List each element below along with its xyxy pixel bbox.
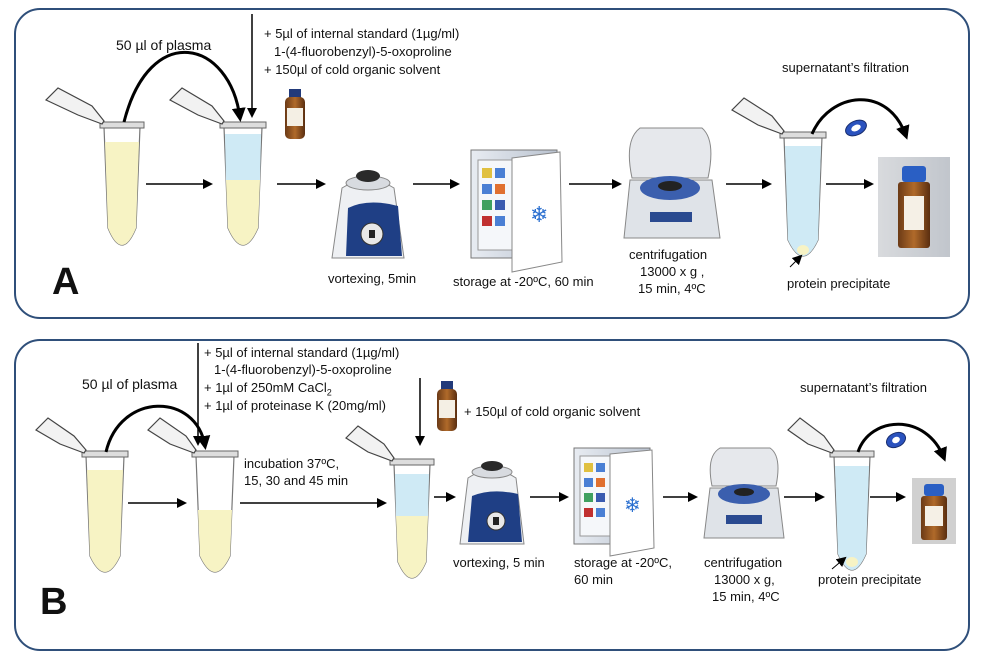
incubation-label-b-2: 15, 30 and 45 min — [244, 473, 349, 488]
precipitate-label-b: protein precipitate — [818, 572, 922, 587]
svg-text:❄: ❄ — [530, 203, 548, 228]
addition-line-b-3: + 1µl of 250mM CaCl2 — [204, 380, 332, 398]
panel-a — [14, 8, 970, 319]
incubation-label-b-1: incubation 37ºC, — [244, 456, 340, 471]
panel-a-letter: A — [52, 261, 80, 303]
tube-plasma-b — [35, 417, 129, 573]
hplc-vial-a — [878, 157, 950, 257]
addition-line-b-4: + 1µl of proteinase K (20mg/ml) — [204, 398, 386, 413]
addition-line-b-2: 1-(4-fluorobenzyl)-5-oxoproline — [214, 362, 392, 377]
svg-text:❄: ❄ — [624, 493, 641, 517]
syringe-filter-b — [885, 431, 907, 449]
freezer-a: ❄ — [470, 149, 563, 273]
vortexer-b — [459, 461, 525, 545]
vortexer-a — [331, 170, 405, 259]
storage-label-b-2: 60 min — [574, 572, 614, 587]
filtration-label-b: supernatant’s filtration — [800, 380, 927, 395]
centrifugation-label-b-3: 15 min, 4ºC — [712, 589, 780, 604]
tube-mixed-a — [169, 87, 267, 246]
storage-label-a: storage at -20ºC, 60 min — [453, 274, 594, 289]
panel-b — [14, 339, 970, 651]
solvent-bottle-b — [437, 381, 457, 431]
hplc-vial-b — [912, 478, 956, 544]
addition-line-a-2: 1-(4-fluorobenzyl)-5-oxoproline — [274, 44, 452, 59]
addition-line-a-3: + 150µl of cold organic solvent — [264, 62, 441, 77]
syringe-filter-a — [845, 119, 867, 137]
filtration-arrow-b — [856, 422, 947, 462]
plasma-label-b: 50 µl of plasma — [82, 376, 178, 392]
centrifugation-label-b-2: 13000 x g, — [714, 572, 775, 587]
centrifugation-label-a-1: centrifugation — [629, 247, 708, 262]
tube-digest-b — [147, 417, 239, 573]
addition-line-b-1: + 5µl of internal standard (1µg/ml) — [204, 345, 400, 360]
addition-line-a-1: + 5µl of internal standard (1µg/ml) — [264, 26, 460, 41]
tube-supernatant-b — [787, 417, 875, 571]
centrifuge-b — [703, 447, 785, 539]
plasma-transfer-arrow-a — [122, 50, 246, 123]
tube-supernatant-a — [731, 97, 827, 257]
filtration-arrow-a — [810, 98, 910, 140]
solvent-bottle-a — [285, 89, 305, 139]
vortex-label-b: vortexing, 5 min — [453, 555, 545, 570]
storage-label-b-1: storage at -20ºC, — [574, 555, 672, 570]
centrifuge-a — [623, 127, 721, 239]
centrifugation-label-a-2: 13000 x g , — [640, 264, 705, 279]
solvent-label-b: + 150µl of cold organic solvent — [464, 404, 641, 419]
centrifugation-label-b-1: centrifugation — [704, 555, 783, 570]
filtration-label-a: supernatant’s filtration — [782, 60, 909, 75]
panel-b-letter: B — [40, 581, 68, 623]
centrifugation-label-a-3: 15 min, 4ºC — [638, 281, 706, 296]
vortex-label-a: vortexing, 5min — [328, 271, 417, 286]
freezer-b: ❄ — [573, 447, 655, 557]
precipitate-label-a: protein precipitate — [787, 276, 891, 291]
plasma-transfer-arrow-b — [104, 404, 211, 453]
tube-plasma-a — [44, 87, 145, 246]
tube-mixed-b — [345, 425, 435, 579]
plasma-label-a: 50 µl of plasma — [116, 37, 212, 53]
